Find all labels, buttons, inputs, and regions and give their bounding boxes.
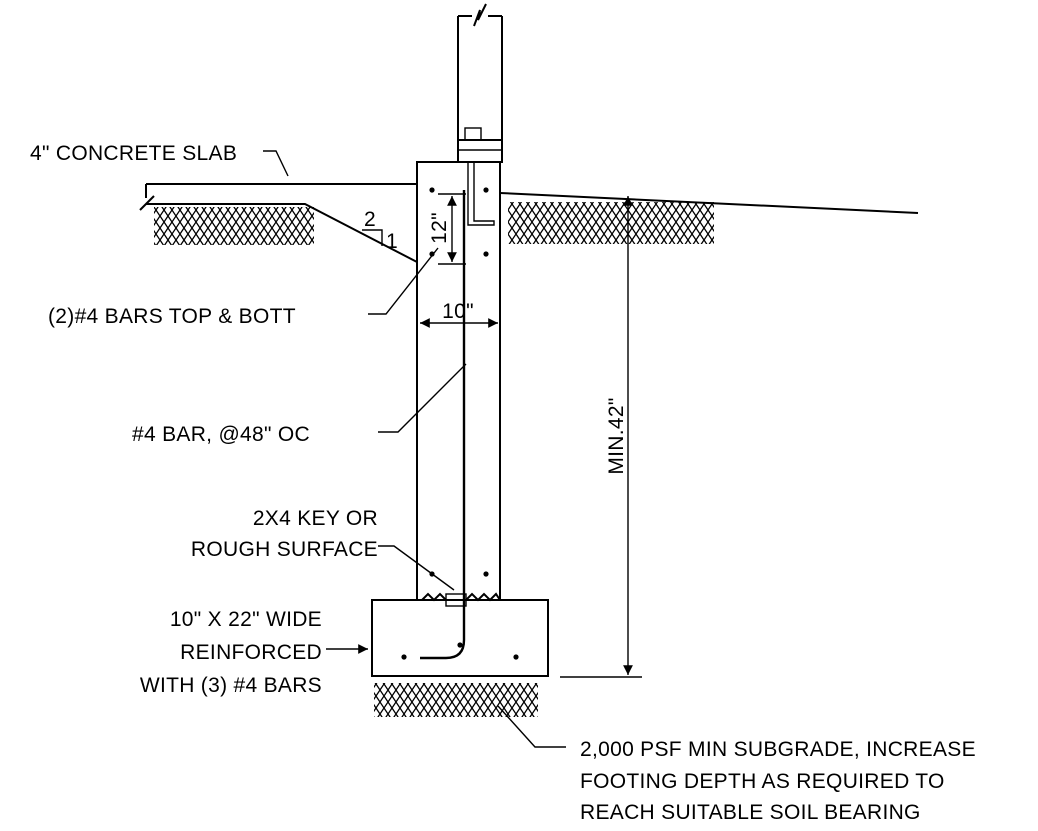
rebar-dot [457,642,463,648]
slope-run: 1 [386,230,398,253]
label-vertical-bar: #4 BAR, @48" OC [132,423,310,446]
rebar-dot [483,571,489,577]
label-top-bott-bars: (2)#4 BARS TOP & BOTT [48,305,296,328]
label-key-line2: ROUGH SURFACE [191,538,378,561]
concrete-slab [139,183,418,263]
label-subgrade-line2: FOOTING DEPTH AS REQUIRED TO [580,770,945,793]
dimension-min-depth: MIN.42" [560,196,642,678]
label-subgrade-line3: REACH SUITABLE SOIL BEARING [580,801,921,824]
dimension-min-depth-text: MIN.42" [605,397,628,474]
dimension-top-cover-text: 12" [428,212,451,244]
rebar [401,187,519,660]
label-concrete-slab: 4" CONCRETE SLAB [30,142,237,165]
label-footing-line1: 10" X 22" WIDE [170,608,322,631]
footing [371,592,549,677]
rebar-dot [483,187,489,193]
label-footing-line2: REINFORCED [180,641,322,664]
label-footing-line3: WITH (3) #4 BARS [140,674,322,697]
earth-hatch-right [508,202,714,244]
rebar-dot [513,654,519,660]
rebar-dot [401,654,407,660]
earth-hatch-left [154,207,314,245]
leader-lines [263,150,566,748]
dimension-wall-width: 10" [420,300,498,328]
wood-post [457,3,503,140]
dimension-wall-width-text: 10" [442,300,474,323]
rebar-dot [429,251,435,257]
rebar-dot [429,187,435,193]
slope-indicator: 2 1 [362,208,398,253]
label-key-line1: 2X4 KEY OR [253,507,378,530]
dimension-top-cover: 12" [428,193,466,265]
label-subgrade-line1: 2,000 PSF MIN SUBGRADE, INCREASE [580,738,976,761]
earth-hatch-bottom [374,683,538,717]
slope-rise: 2 [364,208,376,231]
rebar-dot [483,251,489,257]
